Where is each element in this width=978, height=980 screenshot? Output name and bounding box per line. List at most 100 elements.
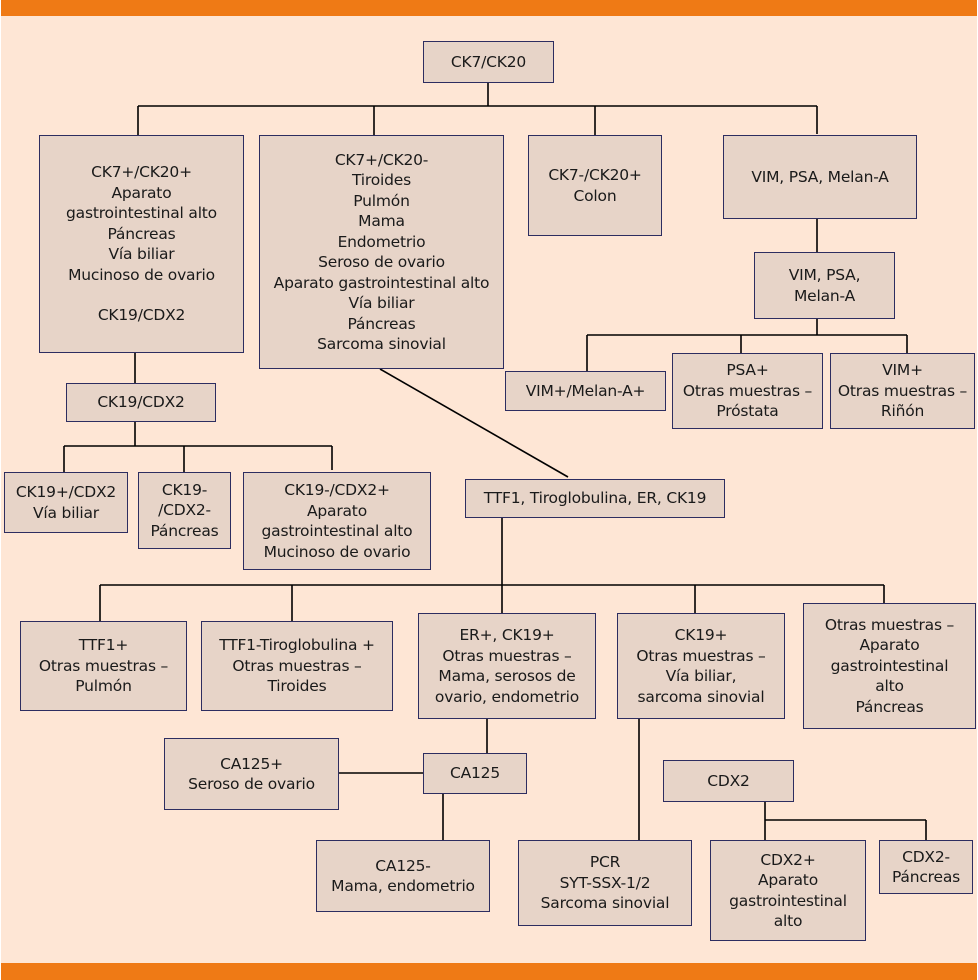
node-text-line: Sarcoma sinovial bbox=[540, 894, 670, 913]
node-text-line: CK7+/CK20- bbox=[334, 150, 429, 169]
node-text-line: CA125- bbox=[375, 856, 431, 875]
node-text-line: CDX2+ bbox=[760, 850, 816, 869]
node-text-line: Melan-A bbox=[794, 286, 855, 305]
node-text-line: TTF1, Tiroglobulina, ER, CK19 bbox=[483, 489, 707, 508]
node-text-line: Otras muestras – bbox=[837, 381, 968, 400]
node-text-line: Pulmón bbox=[353, 191, 410, 210]
node-text-line: Otras muestras – bbox=[636, 646, 766, 665]
node-psa-pos: PSA+Otras muestras – Próstata bbox=[672, 353, 823, 429]
node-text-line: Tiroides bbox=[267, 677, 327, 696]
node-ck7-ck20: CK7/CK20 bbox=[423, 41, 554, 83]
node-text-line: gastrointestinal bbox=[729, 891, 847, 910]
node-text-line: ER+, CK19+ bbox=[459, 626, 555, 644]
node-text-line: Otras muestras – bbox=[442, 646, 572, 665]
node-text-line: Aparato bbox=[307, 501, 367, 520]
node-text-line: Otras muestras – bbox=[824, 615, 955, 634]
node-ca125: CA125 bbox=[423, 753, 527, 794]
node-text-line: Sarcoma sinovial bbox=[317, 335, 446, 353]
node-ck19-pos-other: CK19+ Otras muestras – Vía biliar, sarcoma … bbox=[617, 613, 785, 719]
node-text-line: Vía biliar bbox=[108, 245, 175, 264]
node-text-line: Páncreas bbox=[891, 868, 961, 886]
node-text-line: Tiroides bbox=[352, 171, 411, 189]
node-text-line: alto bbox=[773, 912, 803, 930]
node-text-line: Aparato bbox=[758, 871, 818, 889]
node-text-line: gastrointestinal alto bbox=[66, 204, 217, 223]
node-text-line: gastrointestinal bbox=[830, 656, 949, 675]
node-text-line: CA125+ bbox=[220, 754, 283, 773]
node-text-line: Vía biliar, bbox=[665, 667, 737, 685]
node-text-line: gastrointestinal alto bbox=[261, 522, 413, 540]
node-vim-psa-melan-mid: VIM, PSA, Melan-A bbox=[754, 252, 895, 319]
node-text-line: Mama bbox=[358, 212, 405, 230]
node-text-line: Mucinoso de ovario bbox=[263, 542, 411, 561]
node-cdx2: CDX2 bbox=[663, 760, 794, 802]
node-text-line: CK7/CK20 bbox=[450, 52, 527, 71]
node-text-line: TTF1+ bbox=[78, 636, 129, 655]
node-vim-pos: VIM+Otras muestras – Riñón bbox=[830, 353, 975, 429]
node-ttf1neg-tiro-pos: TTF1-Tiroglobulina +Otras muestras – Tiro… bbox=[201, 621, 393, 711]
node-text-line: ovario, endometrio bbox=[434, 687, 580, 706]
node-text-line: CK19-/CDX2+ bbox=[284, 481, 390, 499]
node-text-line: CA125 bbox=[449, 764, 500, 783]
top-accent-bar bbox=[1, 0, 977, 16]
node-text-line: Otras muestras – bbox=[38, 656, 169, 675]
node-text-line: CDX2- bbox=[902, 847, 950, 866]
node-text-line: PSA+ bbox=[726, 361, 769, 380]
node-vim-psa-melan-top: VIM, PSA, Melan-A bbox=[723, 135, 917, 219]
node-text-line: VIM+ bbox=[882, 361, 923, 380]
node-text-line: Páncreas bbox=[347, 314, 416, 333]
node-text-line: /CDX2- bbox=[158, 501, 211, 520]
node-text-line: CK7+/CK20+ bbox=[91, 163, 192, 182]
node-ttf1-pos: TTF1+Otras muestras – Pulmón bbox=[20, 621, 187, 711]
node-text-line: Aparato gastrointestinal alto bbox=[273, 273, 490, 292]
node-ck7neg-ck20pos: CK7-/CK20+ Colon bbox=[528, 135, 662, 236]
node-text-line: Vía biliar bbox=[33, 503, 99, 522]
node-text-line: Mama, endometrio bbox=[331, 877, 475, 895]
node-ck19neg-cdx2neg: CK19- /CDX2-Páncreas bbox=[138, 472, 231, 549]
node-text-line: Pulmón bbox=[75, 677, 132, 696]
node-cdx2-pos: CDX2+ Aparato gastrointestinal alto bbox=[710, 840, 866, 941]
node-text-line: CK19+/CDX2 bbox=[15, 483, 117, 501]
node-text-line: CDX2 bbox=[707, 771, 750, 790]
node-text-line: Páncreas bbox=[150, 521, 219, 540]
node-ttf1-panel: TTF1, Tiroglobulina, ER, CK19 bbox=[465, 479, 725, 518]
node-text-line: CK7-/CK20+ bbox=[548, 166, 642, 184]
node-ck19-cdx2: CK19/CDX2 bbox=[66, 383, 216, 422]
node-text-line: sarcoma sinovial bbox=[637, 687, 765, 706]
node-text-line: CK19/CDX2 bbox=[97, 306, 186, 325]
node-text-line: CK19+ bbox=[674, 626, 728, 644]
node-text-line: SYT-SSX-1/2 bbox=[559, 873, 651, 892]
node-ca125-pos: CA125+ Seroso de ovario bbox=[164, 738, 339, 810]
node-text-line: Vía biliar bbox=[348, 294, 415, 312]
node-text-line: Próstata bbox=[716, 402, 779, 421]
node-text-line: Otras muestras – bbox=[232, 656, 362, 675]
node-text-line: Riñón bbox=[880, 402, 925, 421]
node-text-line: Seroso de ovario bbox=[188, 775, 315, 793]
node-text-line: VIM, PSA, bbox=[788, 266, 861, 284]
node-text-line: Otras muestras – bbox=[682, 381, 813, 400]
node-text-line: alto bbox=[875, 677, 904, 696]
node-text-line: CK19/CDX2 bbox=[97, 393, 185, 412]
node-text-line: Páncreas bbox=[855, 697, 924, 716]
node-text-line: Colon bbox=[573, 186, 617, 205]
bottom-accent-bar bbox=[1, 963, 977, 980]
node-text-line: Aparato bbox=[859, 636, 920, 655]
node-text-line: Mucinoso de ovario bbox=[68, 265, 215, 284]
node-text-line: Mama, serosos de bbox=[438, 667, 576, 685]
node-text-line: CK19- bbox=[161, 480, 208, 499]
node-cdx2-neg: CDX2- Páncreas bbox=[879, 840, 973, 894]
node-text-line: VIM+/Melan-A+ bbox=[525, 381, 646, 400]
node-text-line: TTF1-Tiroglobulina + bbox=[219, 636, 375, 655]
node-text-line: Páncreas bbox=[107, 224, 176, 243]
node-text-line: Endometrio bbox=[337, 232, 426, 251]
node-er-ck19-pos: ER+, CK19+ Otras muestras – Mama, serosos … bbox=[418, 613, 596, 719]
node-text-line: PCR bbox=[589, 853, 621, 872]
connector bbox=[379, 368, 569, 478]
